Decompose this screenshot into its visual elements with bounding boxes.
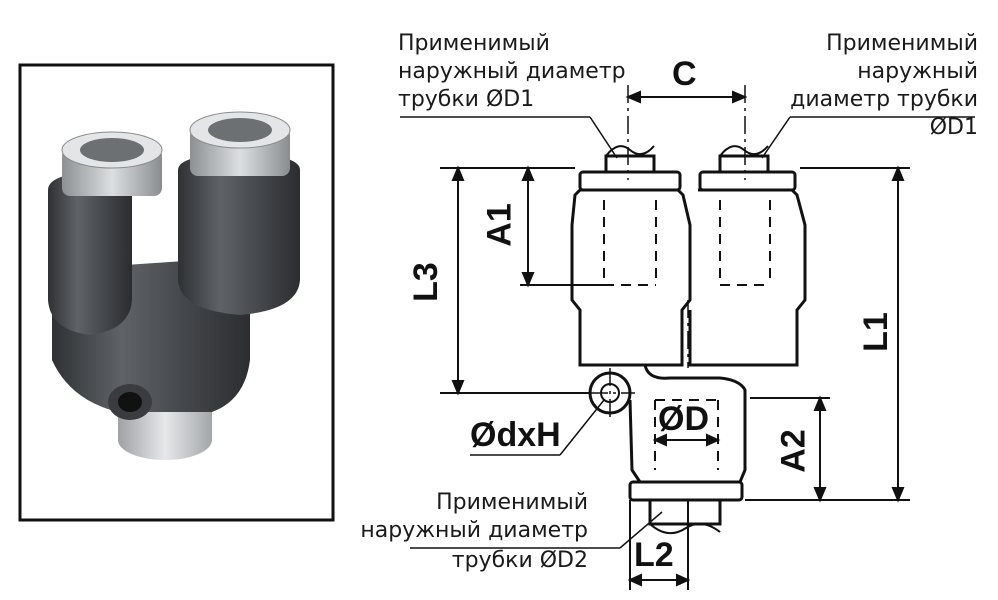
d1-left-line-3: трубки ØD1 bbox=[398, 87, 535, 112]
stem-outline bbox=[628, 364, 747, 484]
left-collet bbox=[604, 154, 656, 174]
dim-l2: L2 bbox=[634, 536, 674, 574]
d1-right-line-3: диаметр трубки bbox=[790, 87, 978, 112]
left-cap bbox=[578, 170, 682, 192]
right-collet bbox=[718, 154, 770, 174]
bottom-cap bbox=[628, 480, 744, 502]
dim-odxh: ØdxH bbox=[470, 416, 561, 454]
right-cap bbox=[698, 170, 797, 192]
d1-left-line-2: наружный диаметр bbox=[398, 59, 626, 84]
dim-a2: A2 bbox=[774, 429, 813, 473]
dim-l1: L1 bbox=[856, 312, 895, 352]
product-photo bbox=[18, 63, 335, 522]
left-branch-outline bbox=[570, 188, 692, 367]
d1-right-line-4: ØD1 bbox=[929, 115, 978, 140]
dim-l3: L3 bbox=[406, 262, 445, 302]
dim-a1: A1 bbox=[480, 203, 519, 247]
hidden-lines bbox=[603, 200, 771, 470]
leader-lines bbox=[400, 116, 975, 549]
d2-bottom-label: Применимый наружный диаметр трубки ØD2 bbox=[360, 489, 588, 575]
photo-right-branch bbox=[178, 152, 300, 315]
right-branch-outline bbox=[688, 188, 807, 367]
dim-c: C bbox=[672, 55, 697, 93]
tube-stubs bbox=[605, 145, 769, 535]
d1-left-line-1: Применимый bbox=[398, 31, 550, 56]
d2-line-1: Применимый bbox=[436, 490, 588, 515]
center-lines bbox=[590, 85, 746, 420]
dim-od: ØD bbox=[658, 400, 709, 438]
d1-right-label: Применимый наружный диаметр трубки ØD1 bbox=[790, 30, 978, 142]
d2-line-2: наружный диаметр bbox=[360, 518, 588, 543]
photo-left-branch bbox=[48, 172, 132, 335]
d1-right-line-1: Применимый bbox=[826, 31, 978, 56]
d2-line-3: трубки ØD2 bbox=[451, 548, 588, 573]
d1-left-label: Применимый наружный диаметр трубки ØD1 bbox=[398, 30, 626, 114]
bottom-collet bbox=[648, 498, 722, 526]
d1-right-line-2: наружный bbox=[857, 59, 978, 84]
dimension-lines bbox=[440, 90, 910, 590]
